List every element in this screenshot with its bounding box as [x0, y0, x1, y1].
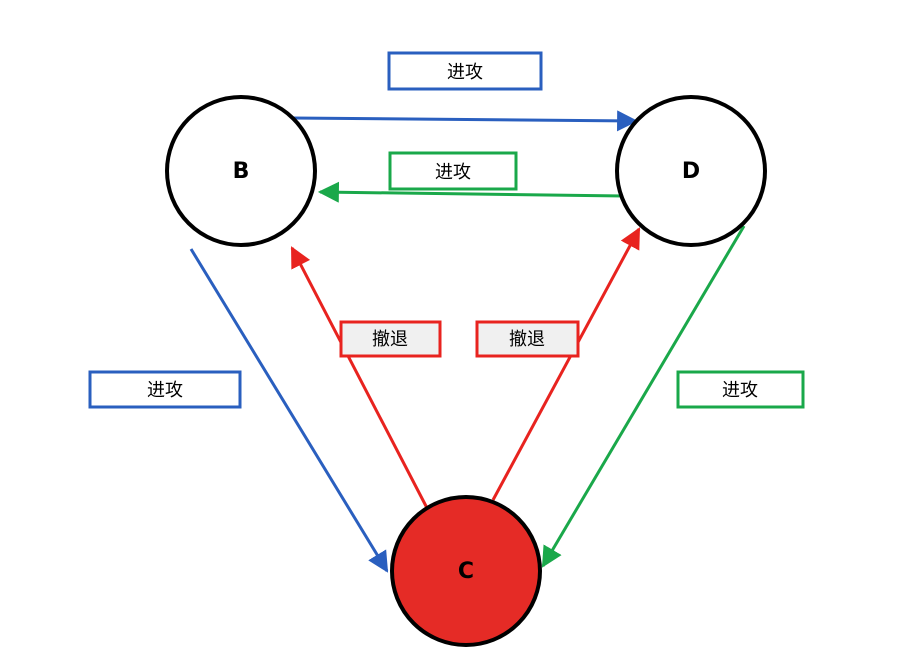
edge-b-to-c-line — [189, 248, 389, 573]
edge-c-to-d-line — [491, 227, 641, 501]
node-c: C — [390, 495, 542, 647]
edge-c-to-b-label-box: 撤退 — [339, 320, 442, 358]
edge-d-to-b-line — [317, 181, 625, 203]
node-b-label: B — [233, 159, 250, 184]
edge-d-to-c-label-box: 进攻 — [676, 370, 805, 409]
edge-c-to-d-label: 撤退 — [509, 329, 545, 350]
node-d: D — [615, 95, 767, 247]
node-d-label: D — [682, 159, 700, 184]
edge-d-to-b-label: 进攻 — [435, 162, 471, 183]
edge-c-to-d-label-box: 撤退 — [475, 320, 580, 358]
edge-d-to-c-line — [541, 225, 746, 568]
edge-b-to-d-label: 进攻 — [447, 62, 483, 83]
edge-d-to-b-label-box: 进攻 — [388, 151, 518, 191]
edge-b-to-c-label-box: 进攻 — [88, 370, 242, 409]
edge-c-to-b-line — [290, 246, 429, 509]
edge-b-to-d-line — [291, 110, 639, 132]
edge-c-to-b-label: 撤退 — [372, 329, 408, 350]
edge-d-to-c-label: 进攻 — [722, 380, 758, 401]
edge-b-to-c-label: 进攻 — [147, 380, 183, 401]
node-b: B — [165, 95, 317, 247]
node-c-label: C — [458, 559, 474, 584]
edge-b-to-d-label-box: 进攻 — [387, 51, 543, 91]
